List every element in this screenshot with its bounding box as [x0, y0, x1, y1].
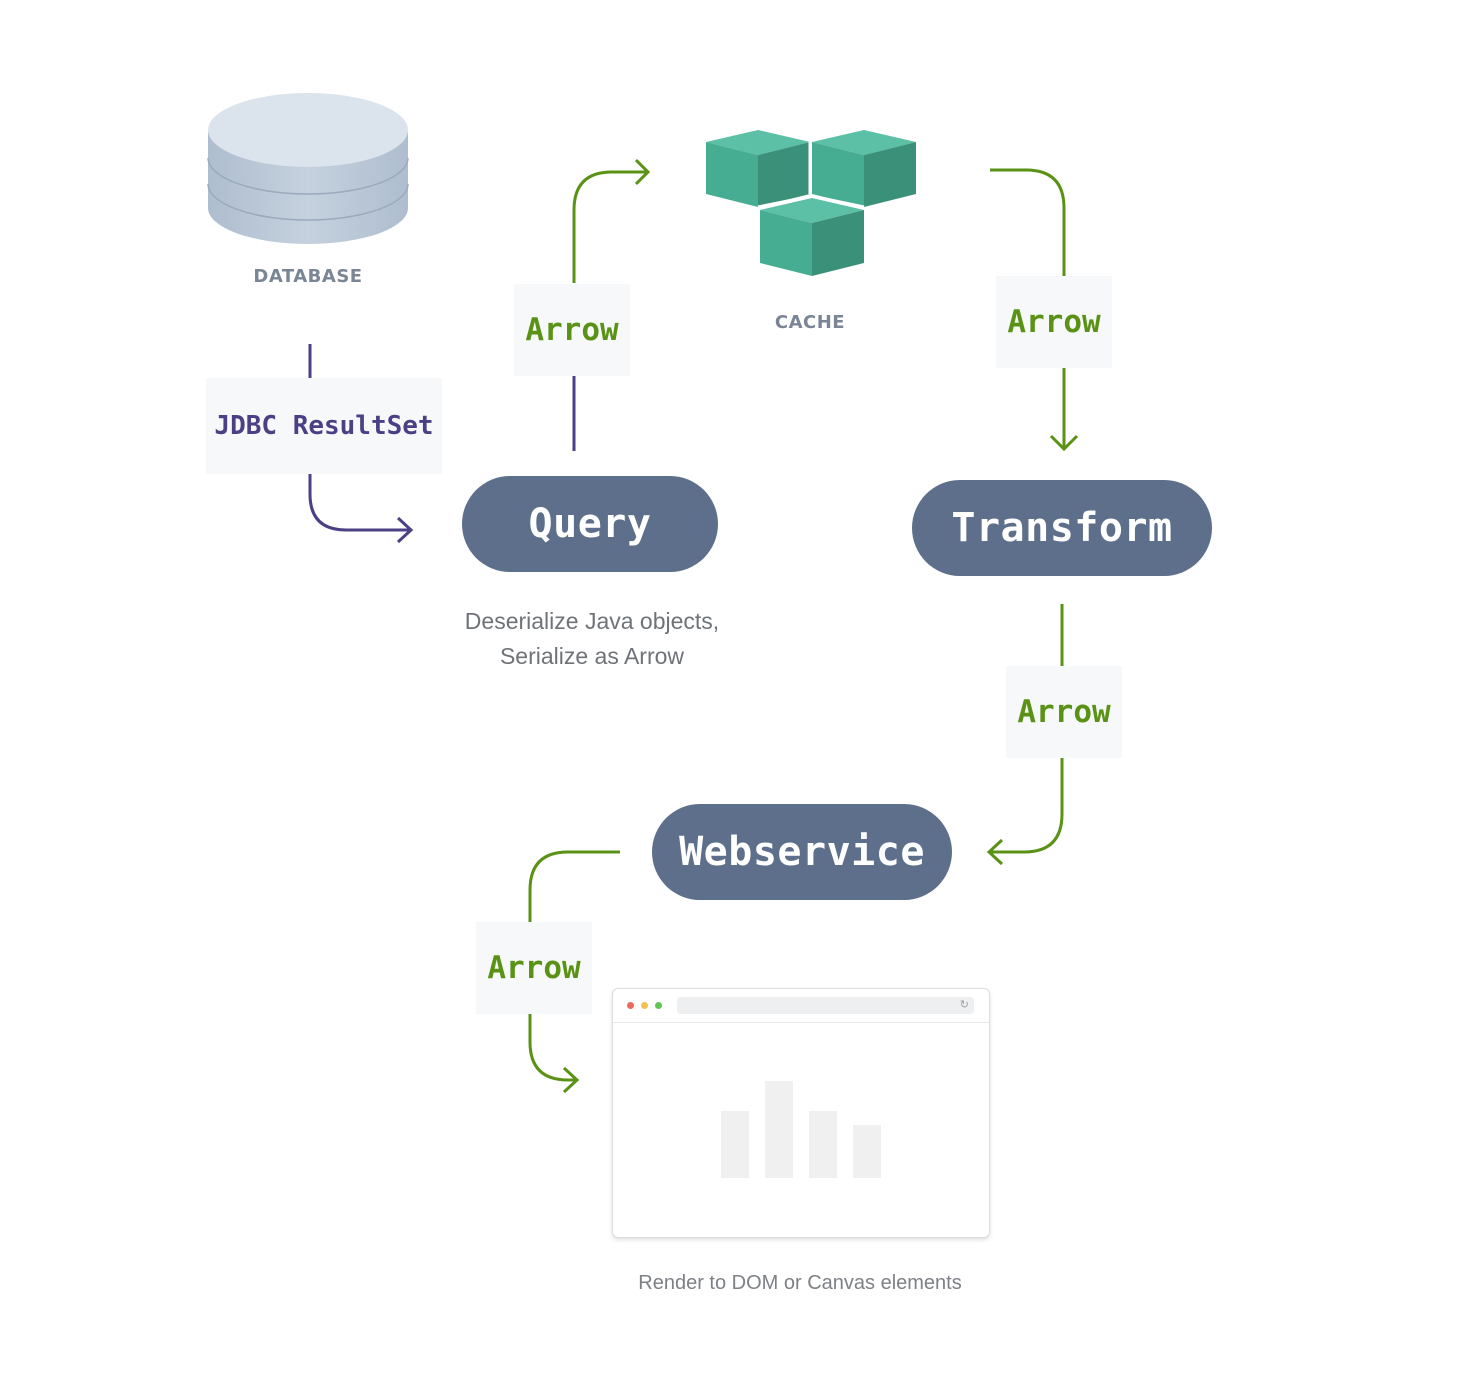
edge-label-cache-to-transform: Arrow [996, 276, 1112, 368]
node-transform: Transform [912, 480, 1212, 576]
query-caption: Deserialize Java objects, Serialize as A… [392, 604, 792, 674]
browser-minimize-dot-icon [641, 1002, 648, 1009]
node-webservice: Webservice [652, 804, 952, 900]
browser-caption: Render to DOM or Canvas elements [638, 1272, 962, 1294]
edge-label-jdbc-resultset: JDBC ResultSet [206, 378, 442, 474]
edge-label-transform-to-webservice: Arrow [1006, 666, 1122, 758]
placeholder-chart-bar [853, 1125, 881, 1178]
connector-transform-to-webservice [986, 604, 1064, 866]
database-icon [207, 93, 409, 244]
connector-database-to-query [308, 344, 414, 544]
cache-label: CACHE [774, 312, 846, 333]
query-caption-line-2: Serialize as Arrow [499, 643, 685, 669]
node-query: Query [462, 476, 718, 572]
edge-label-query-to-cache: Arrow [514, 284, 630, 376]
browser-url-bar: ↻ [677, 997, 974, 1014]
browser-close-dot-icon [627, 1002, 634, 1009]
edge-label-webservice-to-browser: Arrow [476, 922, 592, 1014]
query-caption-line-1: Deserialize Java objects, [464, 608, 720, 634]
placeholder-chart-bar [809, 1111, 837, 1178]
browser-toolbar: ↻ [613, 989, 989, 1023]
browser-window-icon: ↻ [612, 988, 990, 1238]
placeholder-chart-bar [721, 1111, 749, 1178]
cache-cubes-icon [706, 130, 916, 276]
connector-webservice-to-browser [528, 850, 620, 1094]
browser-maximize-dot-icon [655, 1002, 662, 1009]
connector-cache-to-transform [990, 168, 1079, 452]
database-label: DATABASE [253, 266, 363, 287]
refresh-icon: ↻ [959, 999, 969, 1011]
placeholder-chart-bar [765, 1081, 793, 1178]
connector-query-to-cache [572, 158, 651, 451]
